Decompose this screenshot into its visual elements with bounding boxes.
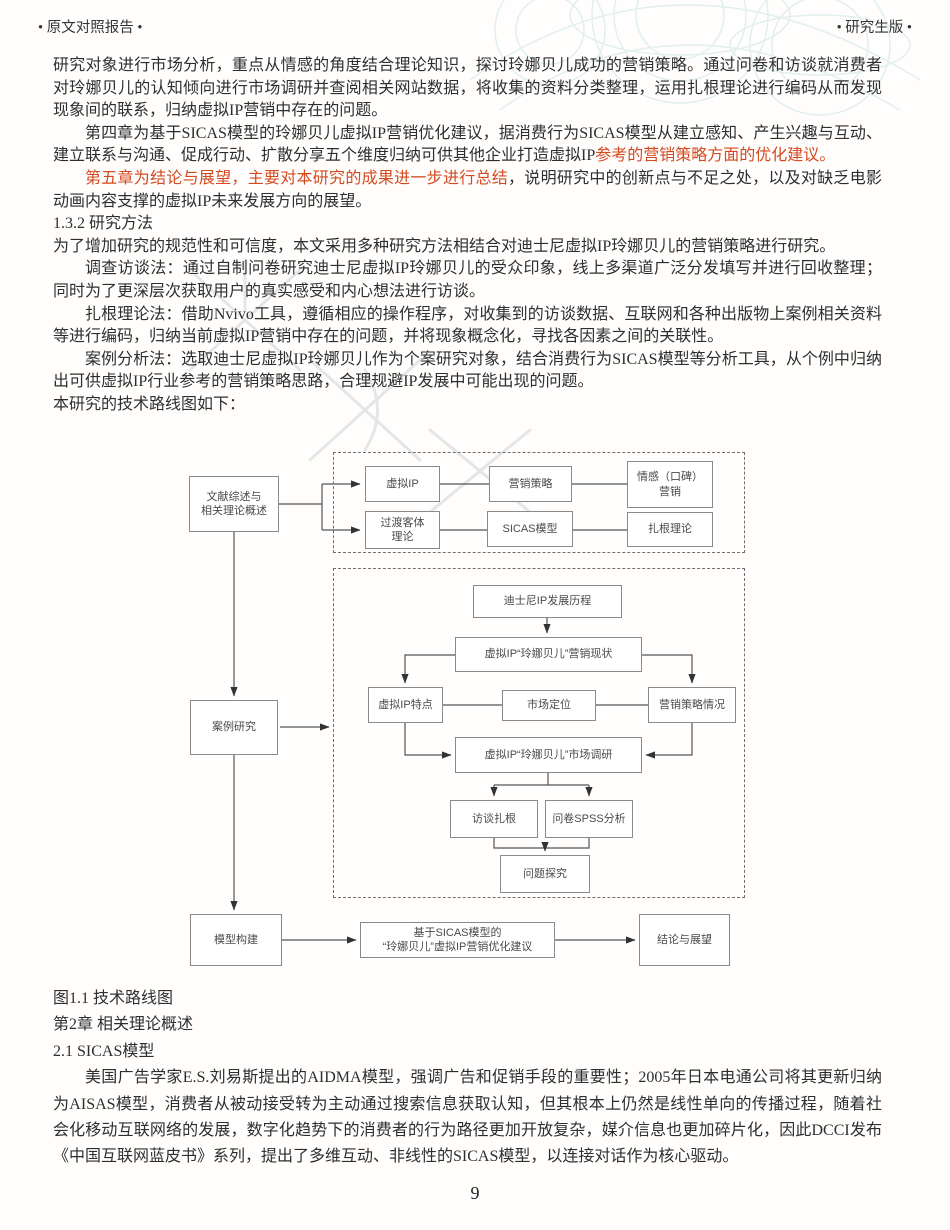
flow-box-optimization-advice: 基于SICAS模型的 “玲娜贝儿”虚拟IP营销优化建议 bbox=[360, 922, 555, 958]
paragraph-sicas-intro: 美国广告学家E.S.刘易斯提出的AIDMA模型，强调广告和促销手段的重要性；20… bbox=[53, 1069, 882, 1166]
flow-dashed-group-case bbox=[333, 568, 745, 898]
flow-box-interview-grounded: 访谈扎根 bbox=[450, 800, 538, 838]
paragraph-chapter4: 第四章为基于SICAS模型的玲娜贝儿虚拟IP营销优化建议，据消费行为SICAS模… bbox=[53, 123, 882, 168]
flow-box-disney-ip-history: 迪士尼IP发展历程 bbox=[473, 585, 622, 618]
flow-box-market-positioning: 市场定位 bbox=[502, 690, 596, 721]
flow-box-conclusion-outlook: 结论与展望 bbox=[639, 914, 730, 966]
flow-box-market-research: 虚拟IP“玲娜贝儿”市场调研 bbox=[455, 737, 642, 773]
paragraph-methods-intro: 为了增加研究的规范性和可信度，本文采用多种研究方法相结合对迪士尼虚拟IP玲娜贝儿… bbox=[53, 237, 836, 255]
header-right-label: • 研究生版 • bbox=[836, 20, 912, 36]
flow-box-literature-review: 文献综述与 相关理论概述 bbox=[189, 476, 279, 532]
flow-box-model-building: 模型构建 bbox=[190, 914, 282, 966]
flow-box-emotion-marketing: 情感（口碑） 营销 bbox=[627, 461, 713, 508]
flow-box-problem-exploration: 问题探究 bbox=[500, 855, 590, 893]
paragraph-continuation: 研究对象进行市场分析，重点从情感的角度结合理论知识，探讨玲娜贝儿成功的营销策略。… bbox=[53, 57, 882, 120]
body-text-lower: 图1.1 技术路线图 第2章 相关理论概述 2.1 SICAS模型 美国广告学家… bbox=[53, 986, 882, 1171]
flow-box-strategy-situation: 营销策略情况 bbox=[648, 687, 736, 723]
flow-box-spss-analysis: 问卷SPSS分析 bbox=[545, 800, 633, 838]
paragraph-case-analysis-method: 案例分析法：选取迪士尼虚拟IP玲娜贝儿作为个案研究对象，结合消费行为SICAS模… bbox=[53, 350, 882, 391]
section-heading-2-1: 2.1 SICAS模型 bbox=[53, 1042, 155, 1060]
page-number: 9 bbox=[470, 1183, 480, 1203]
technical-route-flowchart: 文献综述与 相关理论概述 虚拟IP 营销策略 情感（口碑） 营销 过渡客体 理论… bbox=[0, 450, 950, 982]
flow-box-marketing-strategy: 营销策略 bbox=[489, 466, 572, 502]
flow-dashed-group-theory bbox=[333, 452, 745, 553]
flow-box-ip-features: 虚拟IP特点 bbox=[368, 687, 443, 723]
body-text-upper: 研究对象进行市场分析，重点从情感的角度结合理论知识，探讨玲娜贝儿成功的营销策略。… bbox=[53, 55, 882, 417]
flow-box-sicas-model: SICAS模型 bbox=[487, 511, 573, 547]
paragraph-chapter5-red-highlight: 第五章为结论与展望，主要对本研究的成果进一步进行总结 bbox=[85, 169, 509, 187]
flow-box-virtual-ip: 虚拟IP bbox=[365, 466, 440, 502]
paragraph-grounded-theory-method: 扎根理论法：借助Nvivo工具，遵循相应的操作程序，对收集到的访谈数据、互联网和… bbox=[53, 305, 882, 346]
paragraph-survey-method: 调查访谈法：通过自制问卷研究迪士尼虚拟IP玲娜贝儿的受众印象，线上多渠道广泛分发… bbox=[53, 260, 882, 300]
paragraph-chapter4-black: 第四章为基于SICAS模型的玲娜贝儿虚拟IP营销优化建议，据消费行为SICAS模… bbox=[53, 124, 882, 165]
paragraph-route-intro: 本研究的技术路线图如下： bbox=[53, 395, 246, 413]
flow-box-marketing-status: 虚拟IP“玲娜贝儿”营销现状 bbox=[455, 637, 642, 672]
header-left-label: • 原文对照报告 • bbox=[38, 20, 143, 36]
flow-box-case-study: 案例研究 bbox=[190, 700, 278, 755]
section-heading-1-3-2: 1.3.2 研究方法 bbox=[53, 215, 154, 233]
flow-box-transitional-object-theory: 过渡客体 理论 bbox=[365, 511, 440, 549]
page-header: • 原文对照报告 • • 研究生版 • bbox=[38, 16, 912, 37]
paragraph-chapter4-red-highlight: 参考的营销策略方面的优化建议。 bbox=[595, 147, 836, 165]
chapter2-heading: 第2章 相关理论概述 bbox=[53, 1016, 194, 1034]
flowchart-connectors bbox=[230, 480, 696, 944]
paragraph-chapter5-black: ，说明研究中的创新点与不足之处，以及对缺乏电影动画内容支撑的虚拟IP未来发展方向… bbox=[53, 169, 882, 210]
figure-caption: 图1.1 技术路线图 bbox=[53, 990, 174, 1007]
paragraph-chapter5: 第五章为结论与展望，主要对本研究的成果进一步进行总结，说明研究中的创新点与不足之… bbox=[53, 168, 882, 213]
flow-box-grounded-theory: 扎根理论 bbox=[627, 512, 713, 547]
